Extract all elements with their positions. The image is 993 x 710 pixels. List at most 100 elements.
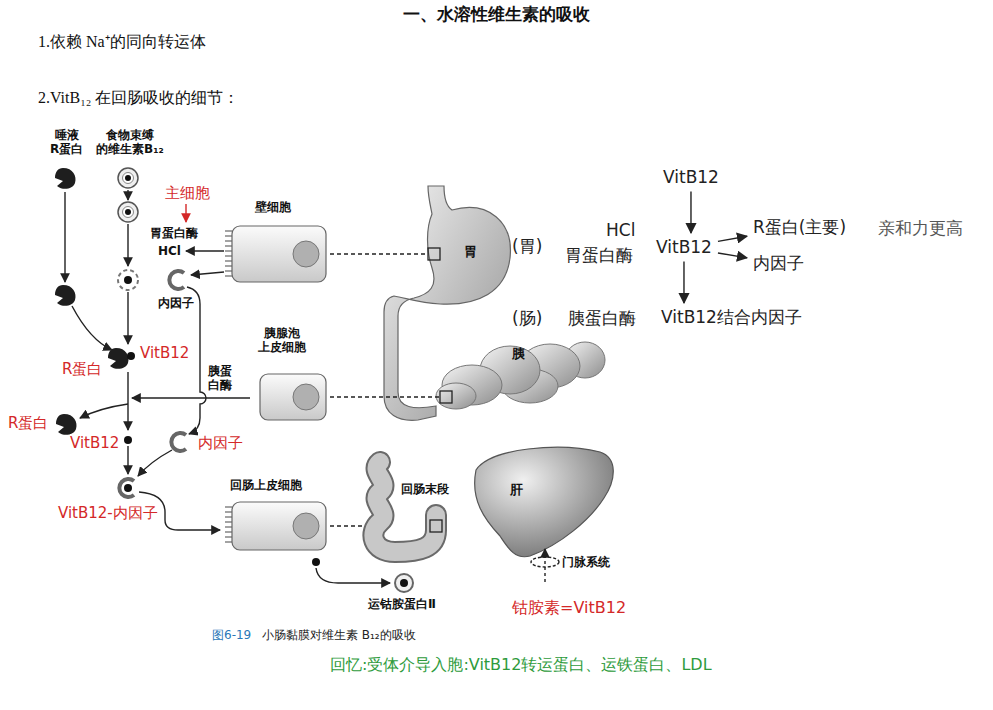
flow-step: 内因子 (750, 252, 807, 274)
step-text: VitB12 (656, 237, 712, 257)
flow-step: VitB12 (660, 166, 722, 188)
cell-body (232, 226, 326, 282)
connector (690, 191, 691, 233)
label: 运钴胺蛋白Ⅱ (368, 597, 436, 611)
illustration-part (124, 484, 132, 492)
microvillus (225, 230, 232, 231)
red-arrow (185, 204, 186, 222)
illustration-part (475, 447, 614, 556)
nucleus (293, 513, 319, 539)
illustration-part (55, 285, 76, 306)
label: 钴胺素=VitB12 (512, 598, 626, 617)
illustration-part (544, 549, 545, 582)
node-label: 胃 (464, 244, 477, 260)
cell-outline (222, 498, 330, 554)
label: R蛋白 (62, 360, 102, 378)
label: (肠) (512, 308, 542, 328)
label: R蛋白 (8, 414, 48, 432)
label: 食物束缚 的维生素B₁₂ (96, 128, 164, 157)
label: VitB12 (140, 344, 189, 362)
caption: 小肠黏膜对维生素 B₁₂的吸收 (262, 628, 416, 642)
flow-step: R蛋白(主要) (750, 216, 849, 238)
illustration-part (132, 397, 250, 398)
microvillus (225, 270, 232, 271)
illustration-part (55, 168, 76, 189)
illustration-part (373, 462, 436, 552)
microvillus (225, 506, 232, 507)
microvillus (225, 240, 232, 241)
label: 内因子 (198, 434, 243, 452)
microvillus (225, 245, 232, 246)
label: VitB12-内因子 (58, 504, 158, 522)
microvillus (225, 521, 232, 522)
illustration-part (373, 462, 436, 552)
illustration-part (118, 202, 138, 222)
illustration-part (169, 271, 184, 289)
illustration-part (430, 520, 442, 532)
step-text: 内因子 (753, 253, 804, 273)
connector (683, 261, 684, 303)
microvillus (225, 275, 232, 276)
illustration-part (384, 186, 510, 420)
connector (330, 525, 365, 526)
illustration-part (119, 479, 134, 497)
step-text: R蛋白(主要) (753, 217, 846, 237)
flow-step: VitB12结合内因子 (658, 306, 805, 328)
cell-shape: 胰腺泡 上皮细胞 (250, 370, 330, 424)
microvillus (225, 255, 232, 256)
microvillus (225, 526, 232, 527)
illustration-part (124, 436, 132, 444)
cell-outline (222, 222, 330, 286)
label: HCl (606, 220, 635, 240)
illustration-part (316, 568, 390, 583)
illustration-part (395, 574, 413, 592)
label: HCl (158, 244, 181, 258)
illustration-part (127, 190, 128, 200)
nucleus (293, 384, 319, 410)
illustration-part (118, 168, 138, 188)
illustration-part (80, 404, 128, 418)
illustration-part (191, 272, 224, 275)
step-text: VitB12 (663, 167, 719, 187)
cell-body (232, 502, 326, 550)
organ-region: 胃 (428, 200, 510, 300)
microvillus (225, 265, 232, 266)
label: 门脉系统 (562, 555, 610, 569)
illustration-part (186, 250, 224, 251)
node-label: 回肠末段 (401, 482, 449, 496)
molecule-drawing (55, 168, 413, 592)
cell-outline (250, 370, 330, 424)
organ-region: 回肠末段 (365, 460, 449, 560)
illustration-part (138, 450, 172, 476)
microvillus (225, 511, 232, 512)
connector (718, 236, 747, 241)
node-label: 壁细胞 (255, 200, 291, 214)
node-label: 胰腺泡 上皮细胞 (258, 326, 306, 355)
microvillus (225, 541, 232, 542)
organ-region: 胰 (440, 330, 600, 405)
illustration-part (436, 342, 605, 409)
illustration-part (400, 579, 408, 587)
microvillus (225, 250, 232, 251)
label: 内因子 (158, 296, 194, 310)
microvillus (225, 260, 232, 261)
illustration-part (531, 557, 559, 567)
illustration-part (127, 224, 128, 266)
microvillus (225, 235, 232, 236)
label: 胰蛋白酶 (568, 308, 636, 328)
connector (718, 253, 747, 258)
node-label: 回肠上皮细胞 (230, 478, 302, 492)
organ-drawing (373, 186, 613, 557)
illustration-part (440, 391, 452, 403)
label: (胃) (512, 236, 542, 256)
illustration-part (72, 306, 112, 350)
label: 亲和力更高 (878, 218, 963, 238)
step-text: VitB12结合内因子 (661, 307, 802, 327)
illustration-part (127, 446, 128, 474)
microvillus (225, 536, 232, 537)
node-label: 胰 (512, 346, 525, 362)
illustration-part (428, 248, 440, 260)
illustration-part (312, 558, 320, 566)
flow-step: VitB12 (653, 236, 715, 258)
